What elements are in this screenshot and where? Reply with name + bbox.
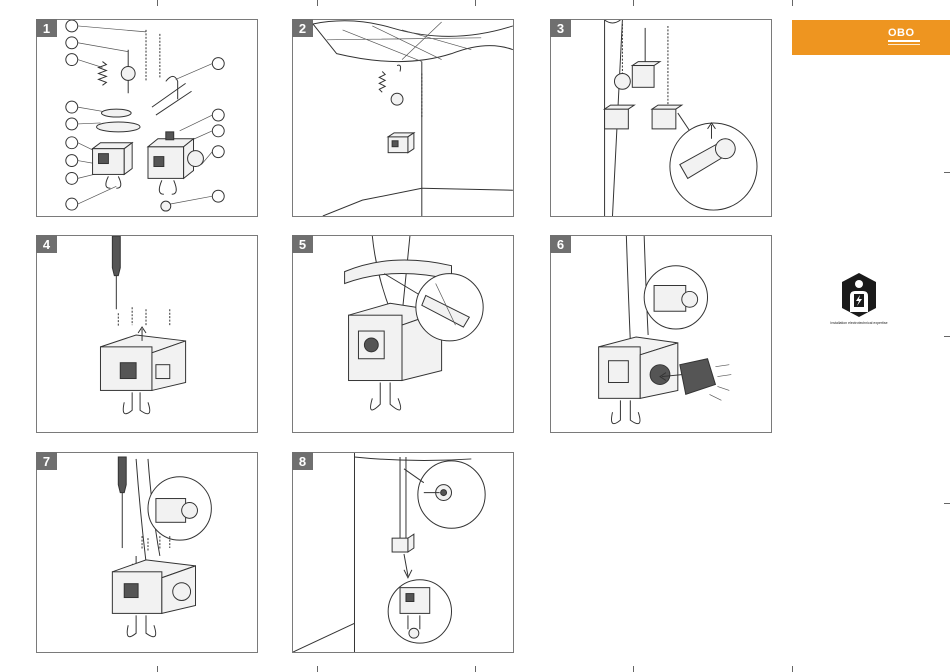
step-panel-4: 4 bbox=[36, 235, 258, 433]
crop-mark bbox=[317, 666, 318, 672]
step-panel-6: 6 bbox=[550, 235, 772, 433]
parts-overview-illustration bbox=[37, 20, 257, 216]
crop-mark bbox=[157, 0, 158, 6]
crop-mark bbox=[944, 172, 950, 173]
step-panel-1: 1 bbox=[36, 19, 258, 217]
crop-mark bbox=[633, 666, 634, 672]
crop-mark bbox=[475, 0, 476, 6]
hanging-illustration bbox=[551, 20, 771, 216]
crop-mark bbox=[792, 0, 793, 6]
warning-caption: Installation electrotechnical expertise bbox=[828, 321, 890, 325]
obo-logo: OBO bbox=[888, 27, 915, 39]
crop-mark bbox=[633, 0, 634, 6]
screwdriver-illustration bbox=[37, 236, 257, 432]
electrician-warning-icon bbox=[839, 272, 879, 318]
logo-underline bbox=[888, 40, 920, 42]
lid-closing-illustration bbox=[37, 453, 257, 652]
crop-mark bbox=[792, 666, 793, 672]
crop-mark bbox=[944, 503, 950, 504]
step-panel-8: 8 bbox=[292, 452, 514, 653]
crop-mark bbox=[317, 0, 318, 6]
step-panel-3: 3 bbox=[550, 19, 772, 217]
logo-underline-thin bbox=[888, 44, 920, 45]
step-panel-7: 7 bbox=[36, 452, 258, 653]
module-attach-illustration bbox=[551, 236, 771, 432]
final-hanging-illustration bbox=[293, 453, 513, 652]
brand-banner bbox=[792, 20, 950, 55]
crop-mark bbox=[157, 666, 158, 672]
ceiling-illustration bbox=[293, 20, 513, 216]
crop-mark bbox=[944, 336, 950, 337]
step-panel-2: 2 bbox=[292, 19, 514, 217]
step-panel-5: 5 bbox=[292, 235, 514, 433]
cable-detail-illustration bbox=[293, 236, 513, 432]
crop-mark bbox=[475, 666, 476, 672]
